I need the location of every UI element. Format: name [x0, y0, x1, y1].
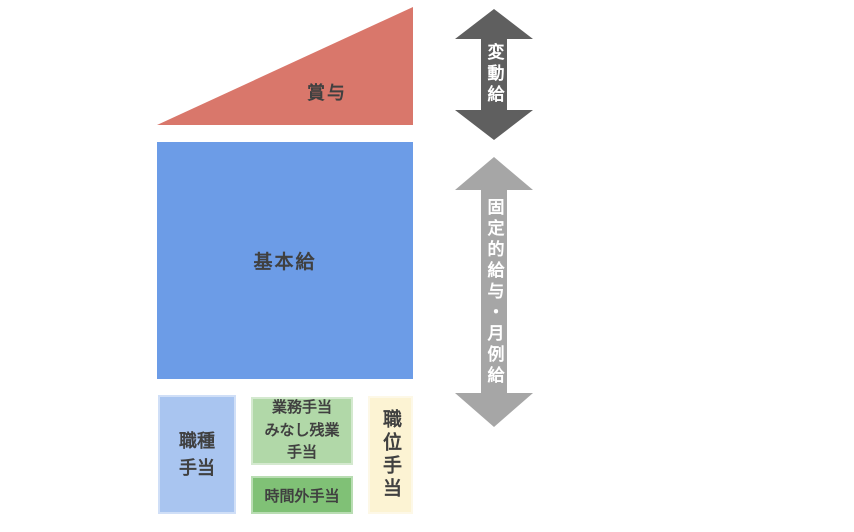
variable-pay-arrow-icon — [455, 9, 533, 140]
bonus-label: 賞与 — [307, 83, 347, 103]
fixed-pay-label: 固定的給与・月例給 — [484, 197, 504, 387]
bonus-label-container: 賞与 — [157, 7, 413, 125]
base-salary-label: 基本給 — [253, 252, 317, 273]
overtime-allowance-box: 時間外手当 — [251, 476, 353, 514]
position-allowance-label: 職位手当 — [380, 409, 401, 501]
overtime-allowance-label: 時間外手当 — [264, 487, 340, 505]
fixed-pay-arrow-shape — [455, 157, 533, 427]
fixed-pay-arrow-icon — [455, 157, 533, 427]
variable-pay-arrow-shape — [455, 9, 533, 140]
base-salary-box: 基本給 — [157, 142, 413, 379]
fixed-pay-label-container: 固定的給与・月例給 — [455, 157, 533, 427]
bonus-triangle-shape — [157, 7, 413, 125]
variable-pay-label: 変動給 — [484, 43, 504, 106]
work-and-deemed-overtime-allowance-box: 業務手当 みなし残業 手当 — [251, 397, 353, 465]
variable-pay-label-container: 変動給 — [455, 9, 533, 140]
position-allowance-box: 職位手当 — [368, 396, 413, 514]
bonus-triangle — [157, 7, 413, 125]
job-type-allowance-box: 職種 手当 — [158, 395, 236, 514]
work-and-deemed-overtime-allowance-label: 業務手当 みなし残業 手当 — [264, 399, 340, 462]
job-type-allowance-label: 職種 手当 — [179, 430, 215, 478]
